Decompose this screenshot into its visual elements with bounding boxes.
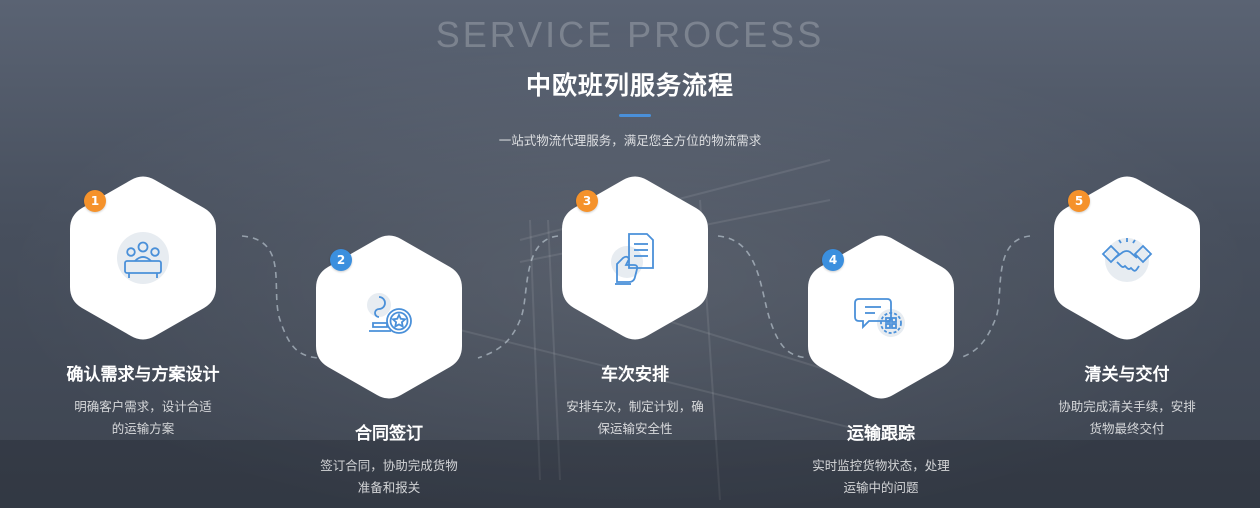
step-description-line-1: 协助完成清关手续，安排 (1058, 399, 1196, 414)
step-description-line-2: 保运输安全性 (597, 421, 673, 436)
tracking-chat-icon (854, 298, 905, 337)
step-hexagon: 5 (1054, 176, 1200, 340)
english-title: SERVICE PROCESS (435, 14, 825, 55)
step-title: 车次安排 (601, 365, 669, 385)
step-hexagon: 2 (316, 235, 462, 399)
step-number-badge: 3 (576, 190, 598, 212)
step-description-line-1: 明确客户需求，设计合适 (74, 399, 212, 414)
step-title: 清关与交付 (1084, 365, 1170, 385)
page-subtitle: 一站式物流代理服务，满足您全方位的物流需求 (498, 133, 762, 148)
step-number-badge: 1 (84, 190, 106, 212)
step-hexagon: 3 (562, 176, 708, 340)
step-number-badge: 2 (330, 249, 352, 271)
step-title: 合同签订 (355, 424, 423, 444)
meeting-icon (117, 232, 169, 284)
step-description-line-1: 签订合同，协助完成货物 (320, 458, 458, 473)
step-number-badge: 4 (822, 249, 844, 271)
step-hexagon: 1 (70, 176, 216, 340)
seal-stamp-icon (367, 293, 412, 334)
page-title: 中欧班列服务流程 (525, 71, 734, 100)
step-description-line-2: 的运输方案 (111, 421, 175, 436)
step-hexagon: 4 (808, 235, 954, 399)
document-hand-icon (611, 233, 654, 285)
step-description-line-2: 货物最终交付 (1089, 421, 1165, 436)
handshake-icon (1101, 238, 1153, 282)
step-description-line-1: 实时监控货物状态，处理 (812, 458, 950, 473)
step-description-line-2: 准备和报关 (357, 480, 421, 495)
step-number-badge: 5 (1068, 190, 1090, 212)
step-description-line-2: 运输中的问题 (843, 480, 919, 495)
step-title: 运输跟踪 (847, 424, 915, 444)
title-underline (619, 114, 651, 117)
step-description-line-1: 安排车次，制定计划，确 (566, 399, 704, 414)
step-title: 确认需求与方案设计 (66, 365, 220, 385)
